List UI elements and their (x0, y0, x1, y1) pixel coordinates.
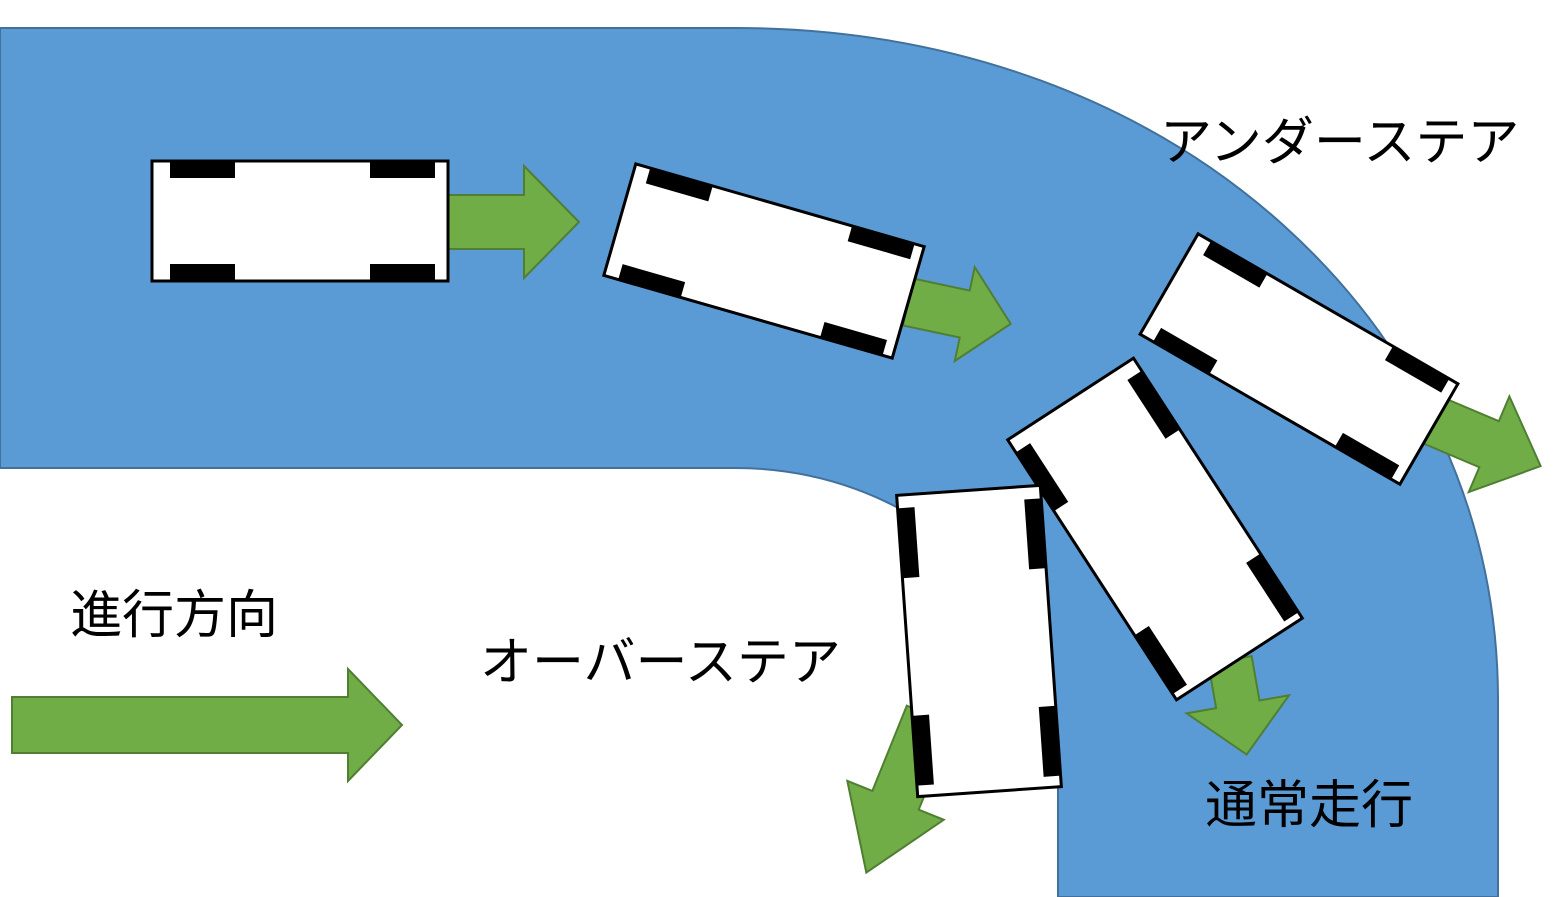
label-normal: 通常走行 (1205, 776, 1413, 836)
car-oversteer (845, 483, 1063, 875)
car-straight (150, 159, 581, 283)
car (1138, 231, 1460, 487)
car-normal (1005, 356, 1305, 756)
car-understeer (1138, 231, 1542, 494)
motion-arrow (1420, 393, 1542, 494)
car (601, 162, 927, 360)
motion-arrow (447, 163, 581, 281)
car-turning (601, 162, 1013, 364)
car (150, 159, 450, 283)
label-direction: 進行方向 (70, 586, 278, 646)
label-oversteer: オーバーステア (480, 633, 841, 693)
car (1005, 356, 1305, 702)
label-understeer: アンダーステア (1160, 113, 1519, 173)
motion-arrow (901, 264, 1013, 364)
direction-legend-arrow (11, 666, 404, 784)
car (895, 483, 1063, 799)
